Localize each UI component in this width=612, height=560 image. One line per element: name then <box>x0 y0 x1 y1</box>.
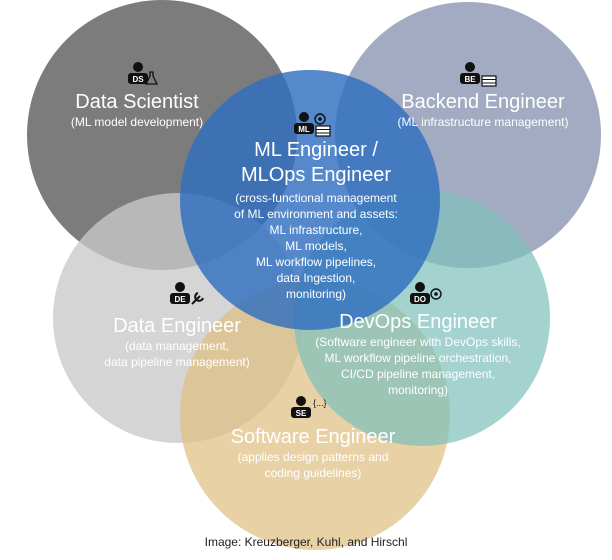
backend-engineer-icon: BE <box>460 62 497 87</box>
data-scientist-badge: DS <box>132 75 144 84</box>
ml-engineer-desc-line-3: ML infrastructure, <box>270 223 363 237</box>
devops-engineer-desc-line-1: (Software engineer with DevOps skills, <box>315 335 520 349</box>
data-engineer-desc-line-2: data pipeline management) <box>104 355 249 369</box>
backend-engineer-desc: (ML infrastructure management) <box>398 115 569 129</box>
software-engineer-title: Software Engineer <box>231 426 396 448</box>
ml-engineer-title-line-2: MLOps Engineer <box>241 164 391 186</box>
data-engineer-title: Data Engineer <box>113 315 241 337</box>
ml-engineer-icon: ML <box>294 112 331 137</box>
data-engineer-icon: DE <box>170 282 204 305</box>
software-engineer-desc-line-2: coding guidelines) <box>265 466 362 480</box>
software-engineer-desc-line-1: (applies design patterns and <box>238 450 389 464</box>
ml-engineer-desc-line-4: ML models, <box>285 239 347 253</box>
devops-engineer-icon: DO <box>410 282 442 304</box>
devops-engineer-desc-line-3: CI/CD pipeline management, <box>341 367 495 381</box>
devops-engineer-desc-line-2: ML workflow pipeline orchestration, <box>325 351 512 365</box>
data-scientist-desc: (ML model development) <box>71 115 203 129</box>
data-engineer-badge: DE <box>174 295 186 304</box>
devops-engineer-badge: DO <box>414 295 426 304</box>
ml-engineer-badge: ML <box>298 125 310 134</box>
ml-engineer-desc-line-5: ML workflow pipelines, <box>256 255 376 269</box>
devops-engineer-title: DevOps Engineer <box>339 311 497 333</box>
ml-engineer-desc-line-6: data Ingestion, <box>277 271 356 285</box>
image-caption: Image: Kreuzberger, Kuhl, and Hirschl <box>204 535 408 549</box>
software-engineer-badge: SE <box>296 409 307 418</box>
backend-engineer-badge: BE <box>464 75 476 84</box>
backend-engineer-title: Backend Engineer <box>401 91 565 113</box>
ml-engineer-desc-line-1: (cross-functional management <box>235 191 397 205</box>
ml-engineer-desc-line-2: of ML environment and assets: <box>234 207 398 221</box>
data-engineer-desc-line-1: (data management, <box>125 339 229 353</box>
data-scientist-icon: DS <box>128 62 159 85</box>
code-braces-icon: {...} <box>313 398 327 408</box>
devops-engineer-desc-line-4: monitoring) <box>388 383 448 397</box>
data-scientist-title: Data Scientist <box>75 91 199 113</box>
software-engineer-icon: SE {...} <box>291 396 327 418</box>
ml-engineer-title-line-1: ML Engineer / <box>254 139 378 161</box>
ml-engineer-circle <box>180 70 440 330</box>
ml-engineer-desc-line-7: monitoring) <box>286 287 346 301</box>
